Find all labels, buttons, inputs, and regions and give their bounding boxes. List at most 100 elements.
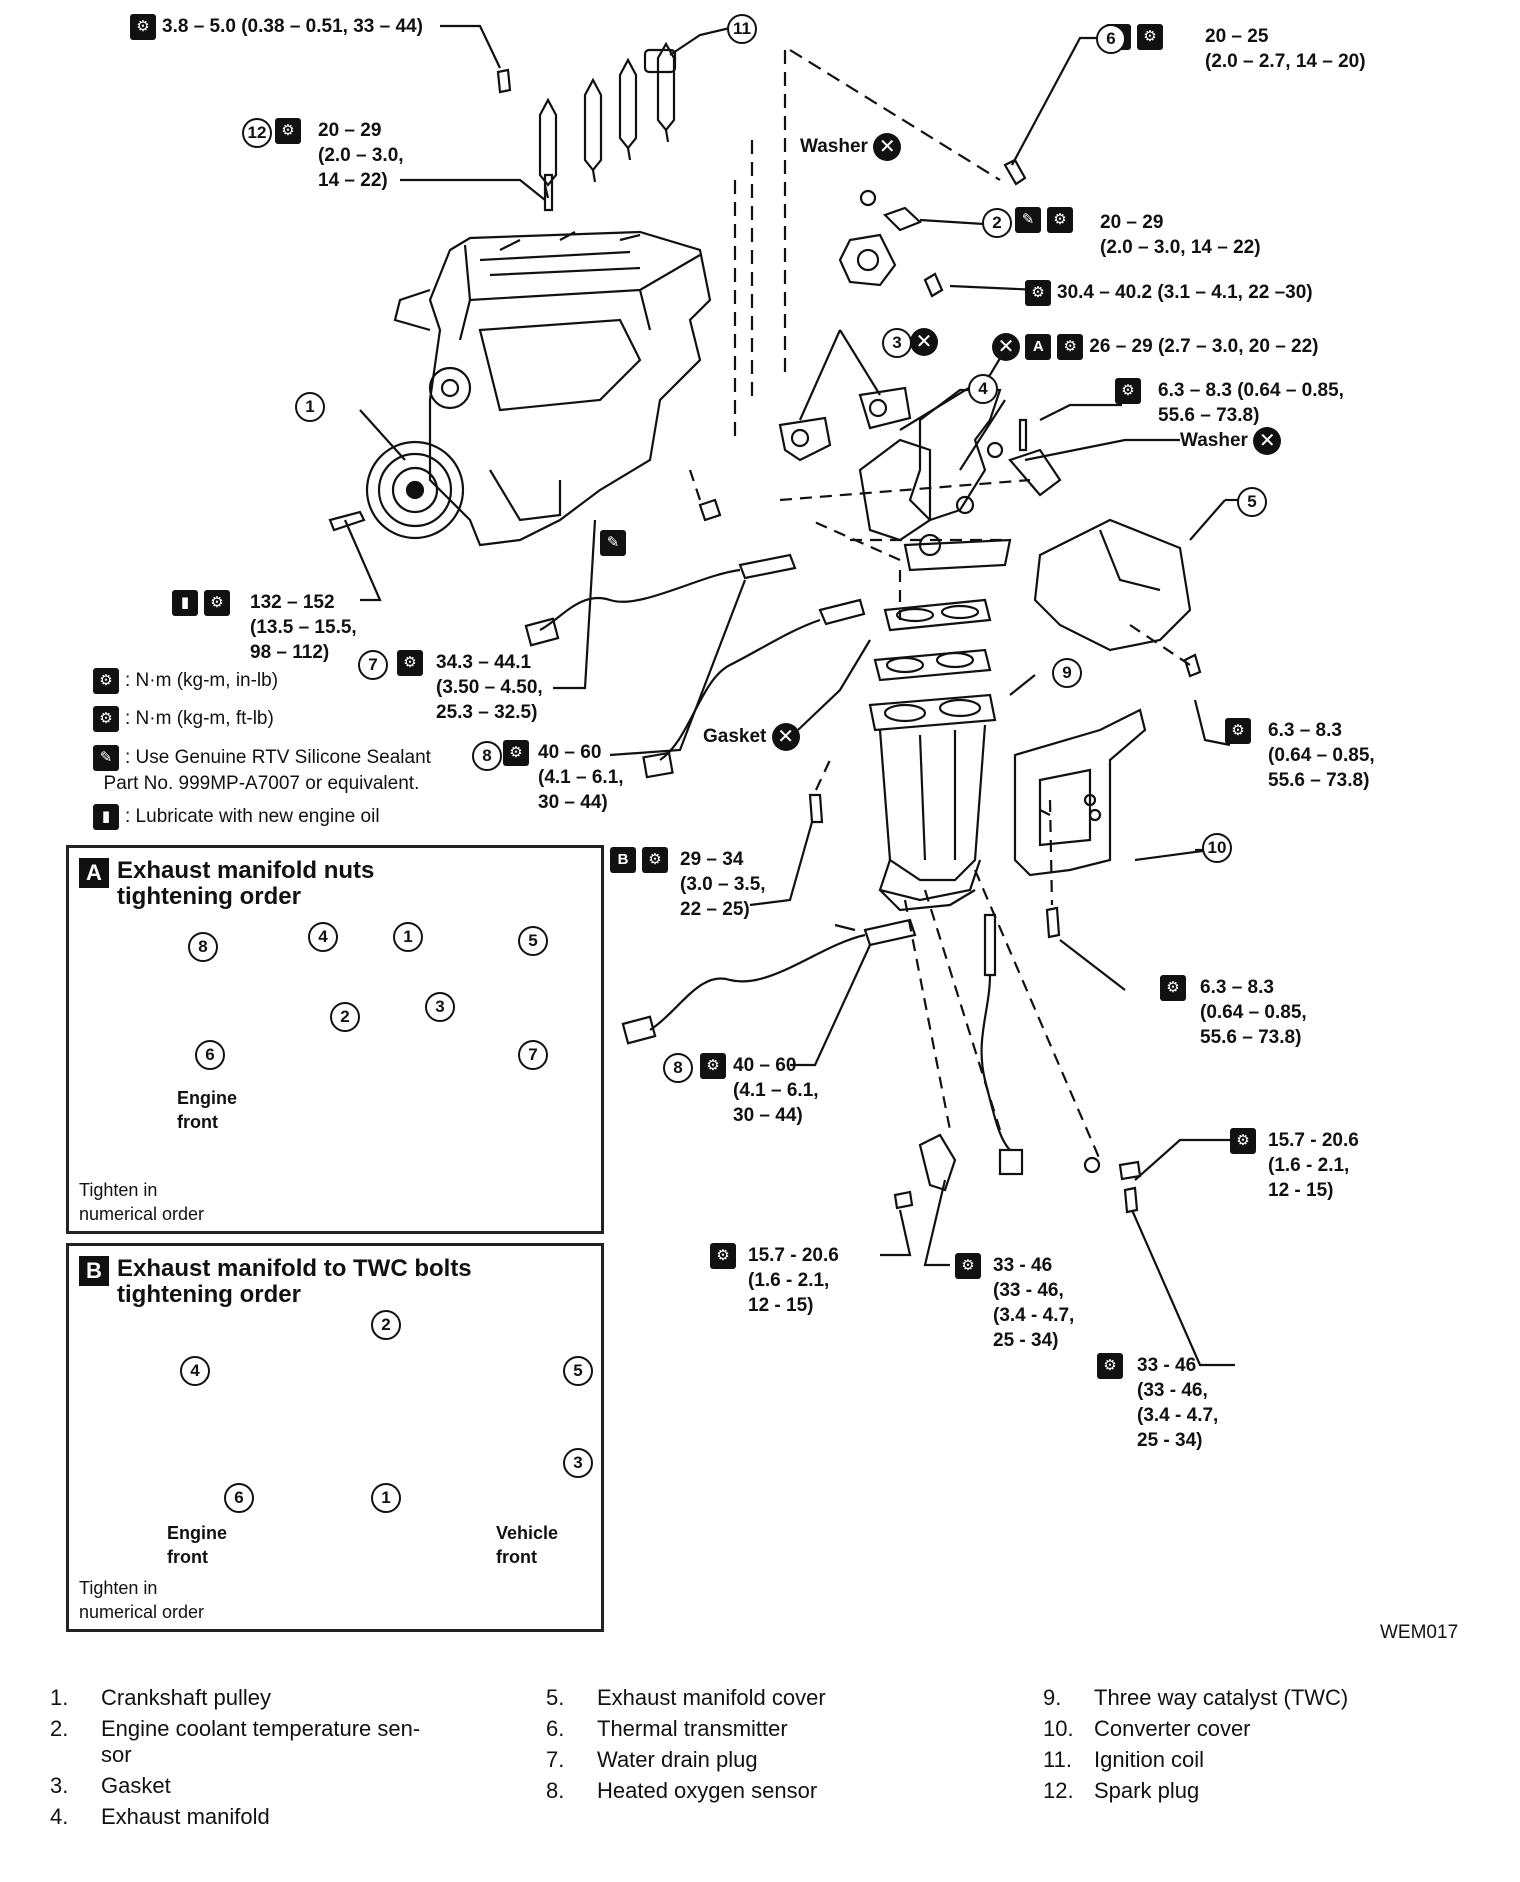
- box-b-num-6: 6: [224, 1483, 254, 1513]
- callout-3: 3: [882, 328, 912, 358]
- box-a-num-2: 2: [330, 1002, 360, 1032]
- replace-icon: ✕: [873, 133, 902, 161]
- bracket-bolt-torque-callout: ⚙30.4 – 40.2 (3.1 – 4.1, 22 –30): [1025, 280, 1313, 306]
- figure-code: WEM017: [1380, 1622, 1459, 1643]
- box-a-num-1: 1: [393, 922, 423, 952]
- box-b-num-3: 3: [563, 1448, 593, 1478]
- callout-8-upper: 8: [472, 741, 502, 771]
- converter-cover-torque-text: 6.3 – 8.3 (0.64 – 0.85, 55.6 – 73.8): [1200, 977, 1307, 1048]
- part-2-name: Engine coolant temperature sen- sor: [101, 1716, 421, 1767]
- three-way-catalyst: [868, 598, 997, 912]
- torque-in-lb-icon: ⚙: [1115, 378, 1141, 404]
- legend-rtv-text: : Use Genuine RTV Silicone Sealant Part …: [103, 747, 431, 794]
- part-3-name: Gasket: [101, 1773, 171, 1798]
- bracket-right-torque-icon: ⚙: [1230, 1128, 1262, 1154]
- part-4-name: Exhaust manifold: [101, 1804, 270, 1829]
- replace-icon: ✕: [910, 328, 938, 356]
- legend-nm-inlb: ⚙: N·m (kg-m, in-lb): [93, 668, 278, 694]
- sealant-icon: ✎: [93, 745, 119, 771]
- part-9-name: Three way catalyst (TWC): [1094, 1685, 1349, 1710]
- crankshaft-pulley: [365, 440, 465, 540]
- torque-ft-lb-icon: ⚙: [93, 706, 119, 732]
- torque-in-lb-icon: ⚙: [1225, 718, 1251, 744]
- coolant-sensor-torque-text: 20 – 29 (2.0 – 3.0, 14 – 22): [1100, 212, 1261, 258]
- callout-6: 6: [1096, 24, 1126, 54]
- part-5-num: 5.: [546, 1685, 565, 1710]
- washer-callout: Washer ✕: [800, 133, 902, 161]
- legend-oil-text: : Lubricate with new engine oil: [125, 806, 380, 828]
- pulley-torque-text: 132 – 152 (13.5 – 15.5, 98 – 112): [250, 592, 357, 663]
- part-8-num: 8.: [546, 1778, 565, 1803]
- stay-torque-1-icon: ⚙: [955, 1253, 987, 1279]
- torque-ft-lb-icon: ⚙: [700, 1053, 726, 1079]
- replace-icon: ✕: [771, 723, 800, 751]
- gasket-3-replace: ✕: [910, 328, 938, 356]
- callout-1: 1: [295, 392, 325, 422]
- callout-8-lower: 8: [663, 1053, 693, 1083]
- box-a-engine-front: Engine front: [177, 1088, 238, 1132]
- part-12-num: 12.: [1043, 1778, 1074, 1803]
- box-b-num-2: 2: [371, 1310, 401, 1340]
- part-1-num: 1.: [50, 1685, 69, 1710]
- box-a-num-6: 6: [195, 1040, 225, 1070]
- engine-block: [428, 230, 712, 547]
- sealant-icon: ✎: [600, 530, 626, 556]
- cover-bolt-torque-text: 6.3 – 8.3 (0.64 – 0.85, 55.6 – 73.8): [1268, 720, 1375, 791]
- sealant-icon: ✎: [1015, 207, 1041, 233]
- part-11-name: Ignition coil: [1094, 1747, 1205, 1772]
- callout-11: 11: [727, 14, 757, 44]
- box-b-title-text: Exhaust manifold to TWC bolts tightening…: [117, 1255, 472, 1308]
- ignition-coils: [538, 41, 677, 199]
- torque-ft-lb-icon: ⚙: [955, 1253, 981, 1279]
- part-12-name: Spark plug: [1094, 1778, 1200, 1803]
- washer-text: Washer: [800, 136, 868, 158]
- callout-5: 5: [1237, 487, 1267, 517]
- exhaust-manifold-cover: [1033, 518, 1192, 652]
- ignition-torque-callout: ⚙ 3.8 – 5.0 (0.38 – 0.51, 33 – 44): [130, 14, 423, 40]
- box-b-num-5: 5: [563, 1356, 593, 1386]
- part-8-name: Heated oxygen sensor: [597, 1778, 818, 1803]
- o2-upper-torque-text: 40 – 60 (4.1 – 6.1, 30 – 44): [538, 742, 624, 813]
- box-b-num-4: 4: [180, 1356, 210, 1386]
- twc-bolt-torque-icons: B⚙: [610, 847, 674, 873]
- part-10-num: 10.: [1043, 1716, 1074, 1741]
- torque-ft-lb-icon: ⚙: [397, 650, 423, 676]
- torque-ft-lb-icon: ⚙: [503, 740, 529, 766]
- o2-upper-torque-icon: ⚙: [503, 740, 535, 766]
- spark-plug-torque-text: 20 – 29 (2.0 – 3.0, 14 – 22): [318, 120, 404, 191]
- legend-nm-inlb-text: : N·m (kg-m, in-lb): [125, 670, 279, 692]
- stay-torque-1-text: 33 - 46 (33 - 46, (3.4 - 4.7, 25 - 34): [993, 1255, 1075, 1351]
- legend-nm-ftlb: ⚙ : N·m (kg-m, ft-lb): [93, 706, 274, 732]
- ignition-torque-text: 3.8 – 5.0 (0.38 – 0.51, 33 – 44): [162, 16, 423, 38]
- part-2-num: 2.: [50, 1716, 69, 1741]
- converter-cover: [1013, 708, 1147, 877]
- box-b-note: Tighten in numerical order: [79, 1578, 205, 1622]
- bracket-torque-text: 6.3 – 8.3 (0.64 – 0.85, 55.6 – 73.8): [1158, 380, 1344, 426]
- part-6-name: Thermal transmitter: [597, 1716, 788, 1741]
- letter-b-icon: B: [610, 847, 636, 873]
- o2-lower-torque-text: 40 – 60 (4.1 – 6.1, 30 – 44): [733, 1055, 819, 1126]
- torque-ft-lb-icon: ⚙: [1137, 24, 1163, 50]
- legend-oil: ▮: Lubricate with new engine oil: [93, 804, 380, 830]
- box-b-num-1: 1: [371, 1483, 401, 1513]
- washer-2-text: Washer: [1180, 430, 1248, 452]
- stay-torque-2-icon: ⚙: [1097, 1353, 1129, 1379]
- box-a-note: Tighten in numerical order: [79, 1180, 205, 1224]
- legend-rtv: ✎: Use Genuine RTV Silicone Sealant Part…: [93, 745, 431, 796]
- box-a-letter: A: [79, 858, 109, 888]
- converter-cover-torque-icon: ⚙: [1160, 975, 1192, 1001]
- callout-7: 7: [358, 650, 388, 680]
- part-4-num: 4.: [50, 1804, 69, 1829]
- bracket-left-torque-text: 15.7 - 20.6 (1.6 - 2.1, 12 - 15): [748, 1245, 839, 1316]
- torque-ft-lb-icon: ⚙: [1097, 1353, 1123, 1379]
- torque-ft-lb-icon: ⚙: [642, 847, 668, 873]
- box-a-num-3: 3: [425, 992, 455, 1022]
- callout-4: 4: [968, 374, 998, 404]
- stay-torque-2-text: 33 - 46 (33 - 46, (3.4 - 4.7, 25 - 34): [1137, 1355, 1219, 1451]
- legend-nm-ftlb-text: : N·m (kg-m, ft-lb): [125, 708, 274, 730]
- torque-in-lb-icon: ⚙: [130, 14, 156, 40]
- callout-2: 2: [982, 208, 1012, 238]
